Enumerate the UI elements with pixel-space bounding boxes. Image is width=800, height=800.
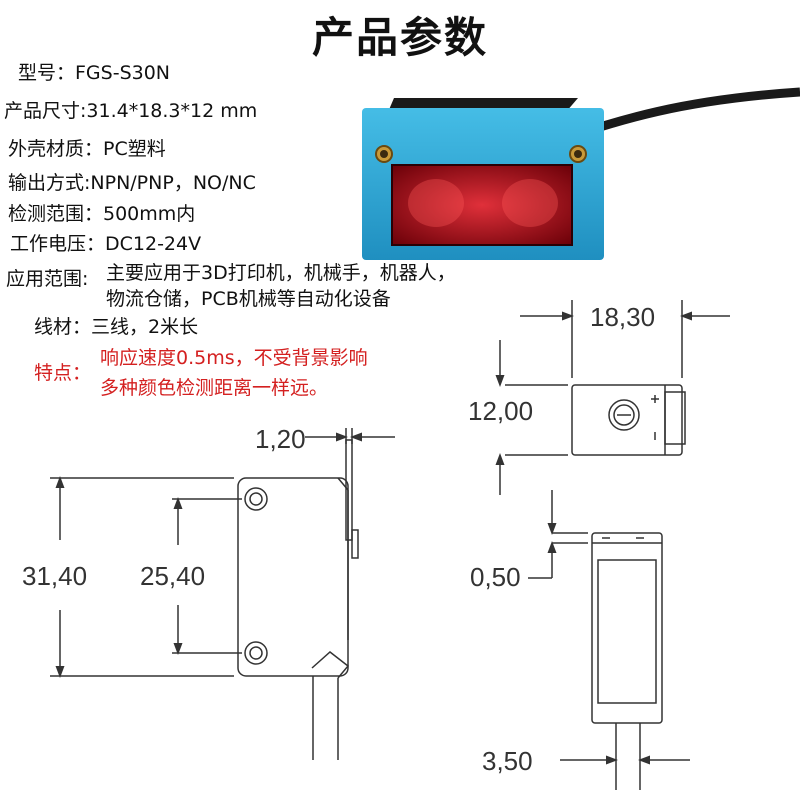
spec-housing: 外壳材质：PC塑料 <box>8 138 166 160</box>
dim-width-label: 18,30 <box>590 302 655 332</box>
spec-wire: 线材：三线，2米长 <box>34 316 199 338</box>
spec-size: 产品尺寸:31.4*18.3*12 mm <box>4 100 258 122</box>
dim-cable-label: 3,50 <box>482 746 533 776</box>
dim-lens-offset-label: 0,50 <box>470 562 521 592</box>
lens-glow-left <box>408 179 464 227</box>
spec-application-line2: 物流仓储，PCB机械等自动化设备 <box>106 288 391 310</box>
spec-model: 型号：FGS-S30N <box>18 62 171 84</box>
spec-feature-line2: 多种颜色检测距离一样远。 <box>100 377 329 399</box>
spec-range: 检测范围：500mm内 <box>8 203 196 225</box>
spec-feature-line1: 响应速度0.5ms，不受背景影响 <box>100 347 368 369</box>
spec-feature-label: 特点： <box>34 362 92 384</box>
dim-bracket-label: 1,20 <box>255 424 306 454</box>
sensor-photo <box>362 87 800 260</box>
dim-hole-pitch-label: 25,40 <box>140 561 205 591</box>
spec-application-line1: 主要应用于3D打印机，机械手，机器人， <box>106 262 456 284</box>
end-view-drawing <box>528 490 690 790</box>
dim-length-label: 31,40 <box>22 561 87 591</box>
spec-output: 输出方式:NPN/PNP，NO/NC <box>8 172 256 194</box>
spec-voltage: 工作电压：DC12-24V <box>10 233 202 255</box>
side-view-drawing <box>50 428 395 760</box>
lens-glow-right <box>502 179 558 227</box>
spec-application-label: 应用范围: <box>6 268 89 290</box>
sensor-lens <box>391 164 573 246</box>
page-title: 产品参数 <box>311 13 488 62</box>
top-view-drawing <box>495 300 730 495</box>
dim-height-label: 12,00 <box>468 396 533 426</box>
